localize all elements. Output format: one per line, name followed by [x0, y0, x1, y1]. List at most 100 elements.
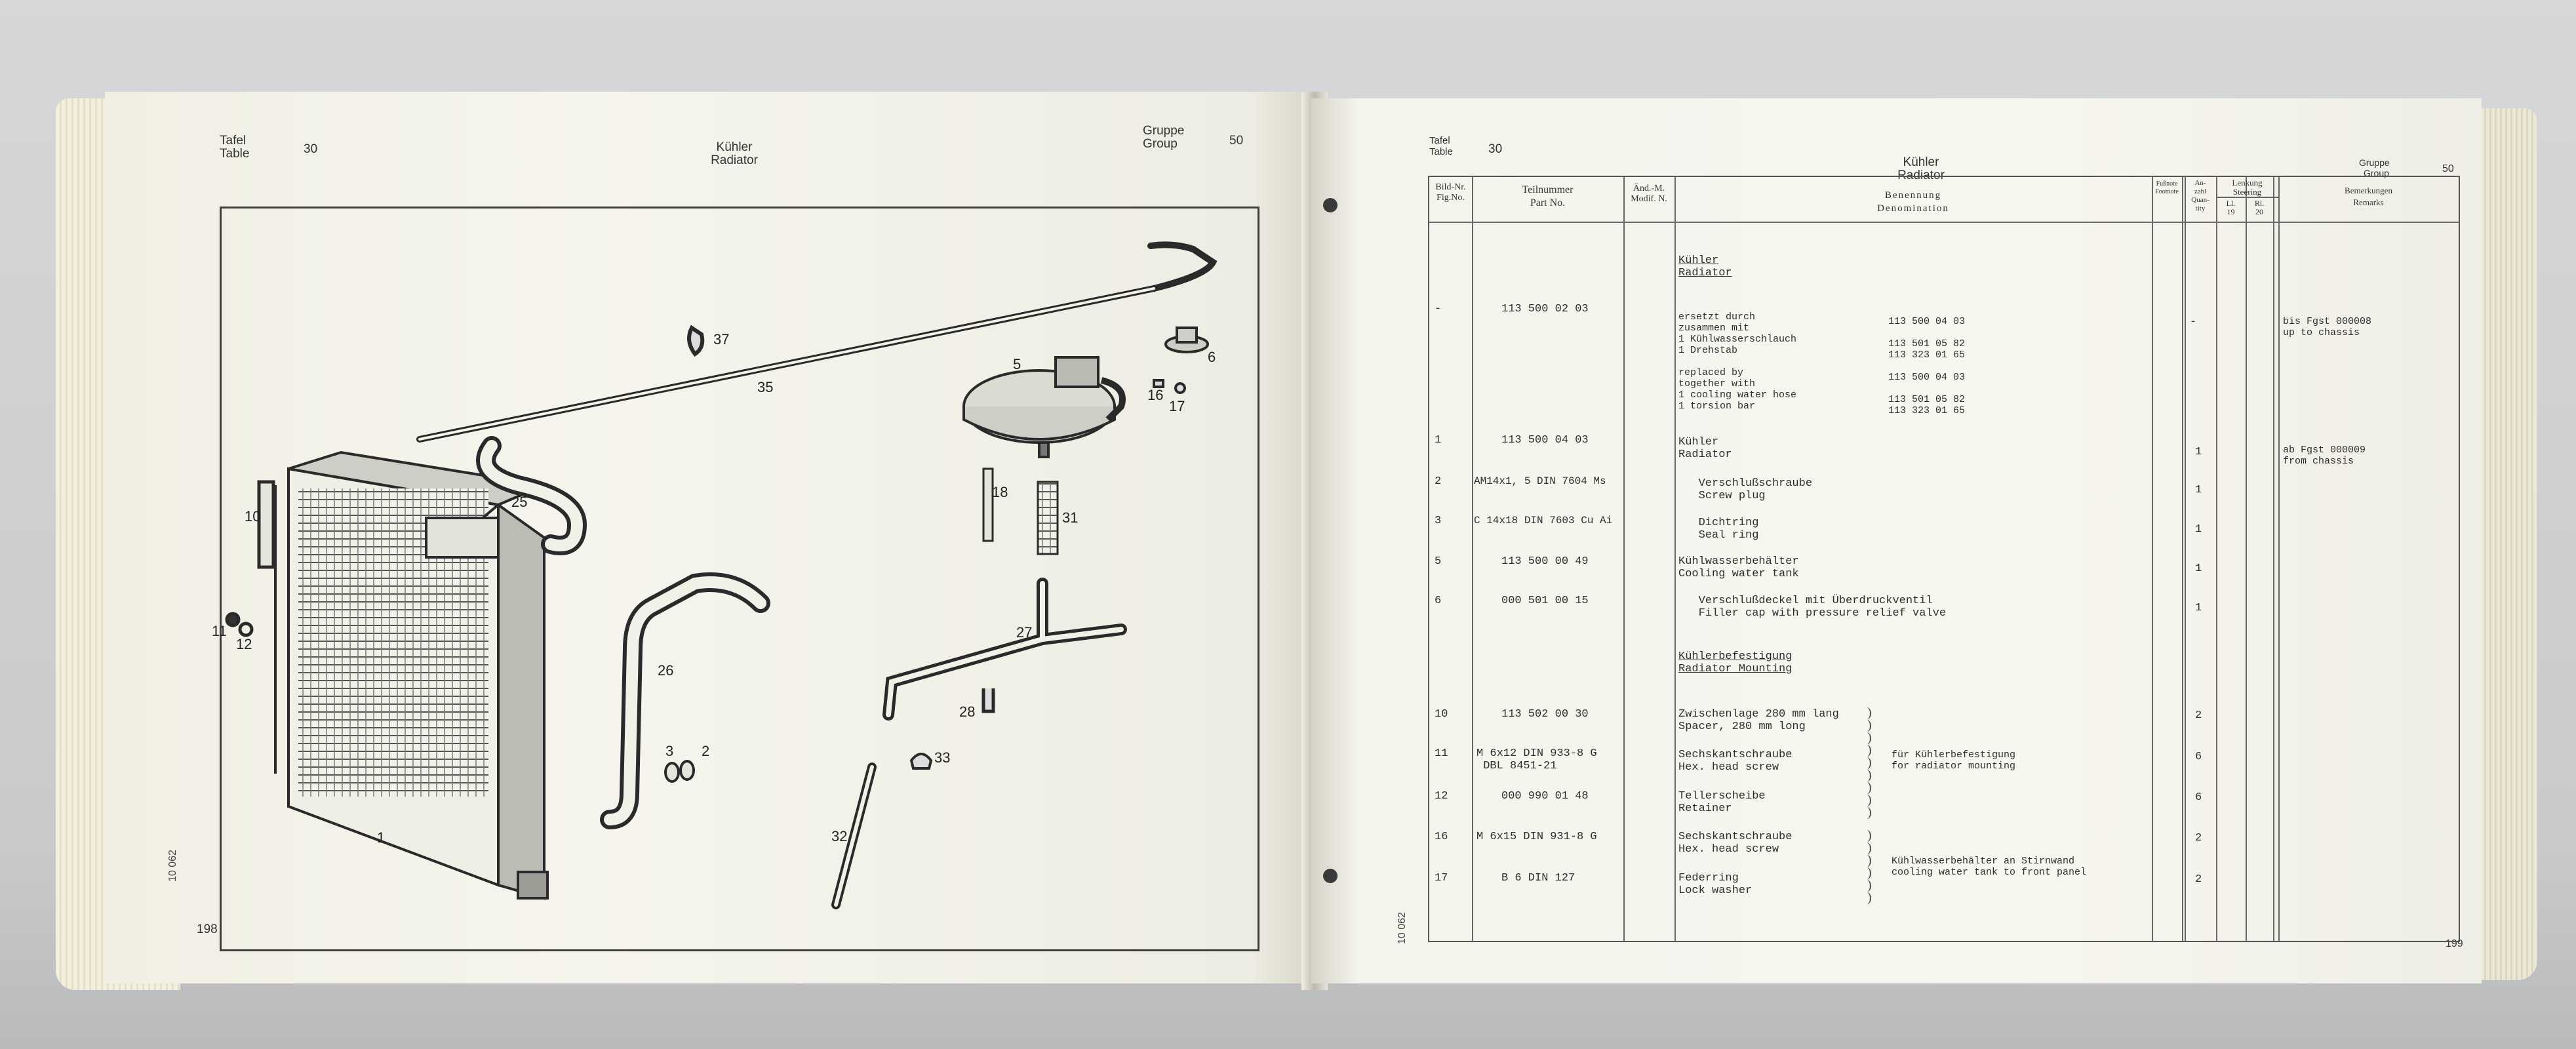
row-qty: 1 [2195, 563, 2202, 575]
row-fig: 10 [1435, 708, 1448, 721]
right-title-en: Radiator [1897, 168, 1945, 182]
callout-1: 1 [377, 829, 385, 846]
binder-hole-bottom [1323, 869, 1338, 883]
hose-clip [687, 325, 705, 357]
section-title-en: Radiator [1678, 267, 1732, 279]
steering-sub-divider [2216, 197, 2278, 198]
row-qty: 2 [2195, 832, 2202, 844]
callout-10: 10 [245, 508, 260, 524]
col-divider-denom [2152, 177, 2153, 941]
section-title-en: Radiator Mounting [1678, 663, 1793, 675]
header-steering-right: Rl. 20 [2254, 199, 2265, 216]
left-title-en: Radiator [711, 153, 758, 167]
row-part: 000 501 00 15 [1501, 595, 1589, 607]
header-part-no: Teilnummer Part No. [1522, 184, 1574, 208]
callout-18: 18 [992, 484, 1008, 500]
right-gruppe-label: Gruppe [2359, 157, 2390, 168]
section-title-de: Kühlerbefestigung [1678, 650, 1793, 663]
callout-2: 2 [702, 743, 709, 759]
header-quantity: An- zahl Quan- tity [2191, 179, 2209, 212]
brace-tank: ) ) ) ) ) ) [1867, 828, 1872, 905]
radiator-core [274, 450, 549, 900]
right-title-de: Kühler [1903, 155, 1939, 169]
row-fig: 2 [1435, 475, 1442, 488]
row-qty: 2 [2195, 873, 2202, 886]
left-tafel-label: Tafel [220, 134, 247, 148]
col-divider-fig [1472, 177, 1473, 941]
cooling-water-tank [962, 356, 1126, 458]
header-remarks: Bemerkungen Remarks [2345, 186, 2392, 207]
callout-25: 25 [511, 494, 527, 510]
section-title-de: Kühler [1678, 254, 1719, 267]
row-qty: 1 [2195, 602, 2202, 614]
left-gruppe-label: Gruppe [1143, 124, 1185, 138]
col-divider-footnote [2182, 177, 2183, 941]
table-header-divider [1429, 222, 2459, 223]
callout-3: 3 [665, 743, 673, 759]
exploded-drawing-frame [220, 207, 1259, 951]
left-title-de: Kühler [716, 140, 753, 154]
callout-17: 17 [1169, 398, 1185, 414]
callout-16: 16 [1147, 387, 1163, 403]
row-part: 113 502 00 30 [1501, 708, 1589, 721]
row-denom: ersetzt durch zusammen mit 1 Kühlwassers… [1678, 311, 1797, 412]
row-denom: Kühler Radiator [1678, 436, 1732, 461]
mounting-note: für Kühlerbefestigung for radiator mount… [1892, 749, 2016, 772]
overflow-tube [416, 241, 1218, 443]
row-fig: 11 [1435, 747, 1448, 760]
row-denom: Tellerscheibe Retainer [1678, 790, 1766, 815]
row-fig: 17 [1435, 872, 1448, 884]
row-denom: Sechskantschraube Hex. head screw [1678, 831, 1793, 856]
parts-table: Bild-Nr. Fig.No. Teilnummer Part No. Änd… [1428, 176, 2460, 942]
callout-6: 6 [1208, 349, 1216, 365]
row-qty: 1 [2195, 446, 2202, 458]
filler-cap [1164, 327, 1209, 353]
callout-32: 32 [831, 828, 847, 844]
callout-37: 37 [713, 331, 729, 347]
callout-11: 11 [212, 623, 227, 639]
plug-and-seal [664, 760, 695, 783]
callout-26: 26 [658, 662, 673, 679]
right-table-label: Table [1429, 146, 1453, 157]
row-part: M 6x15 DIN 931-8 G [1476, 831, 1597, 843]
bolt-and-washer [1153, 379, 1186, 394]
col-divider-modif [1674, 177, 1676, 941]
row-qty: 1 [2195, 484, 2202, 496]
row-fig: 16 [1435, 831, 1448, 843]
right-tafel-label: Tafel [1429, 135, 1450, 146]
callout-35: 35 [757, 379, 773, 395]
row-part: 000 990 01 48 [1501, 790, 1589, 802]
header-denomination: Benennung Denomination [1877, 190, 1949, 214]
row-qty: 1 [2195, 523, 2202, 536]
row-remarks: bis Fgst 000008 up to chassis [2283, 316, 2372, 338]
row-qty: - [2190, 316, 2197, 328]
col-divider-remarks [2278, 177, 2280, 941]
row-denom: Dichtring Seal ring [1698, 517, 1759, 542]
left-group-number: 50 [1229, 134, 1244, 148]
callout-27: 27 [1016, 624, 1032, 641]
callout-12: 12 [236, 636, 252, 652]
row-fig: 1 [1435, 434, 1442, 446]
row-part: 113 500 04 03 [1501, 434, 1589, 446]
callout-5: 5 [1013, 356, 1021, 372]
row-part: M 6x12 DIN 933-8 G DBL 8451-21 [1476, 747, 1597, 772]
row-denom: Federring Lock washer [1678, 872, 1753, 897]
spacer-bracket [225, 480, 275, 637]
short-tube [1037, 481, 1059, 555]
header-fig-no: Bild-Nr. Fig.No. [1435, 182, 1466, 203]
left-table-number: 30 [304, 142, 318, 156]
row-fig: - [1435, 303, 1442, 315]
right-group-number: 50 [2442, 163, 2454, 174]
brace-mounting: ) ) ) ) ) ) ) ) ) [1867, 705, 1872, 820]
row-qty: 6 [2195, 751, 2202, 763]
header-modif: Änd.-M. Modif. N. [1631, 184, 1667, 204]
row-fig: 5 [1435, 555, 1442, 568]
binder-hole-top [1323, 198, 1338, 212]
col-divider-part [1623, 177, 1625, 941]
row-part: AM14x1, 5 DIN 7604 Ms [1474, 475, 1606, 487]
callout-31: 31 [1062, 509, 1078, 526]
header-footnote: Fußnote Footnote [2155, 180, 2179, 195]
right-side-code: 10 062 [1397, 912, 1408, 944]
left-table-label: Table [220, 147, 250, 161]
row-fig: 3 [1435, 515, 1442, 527]
